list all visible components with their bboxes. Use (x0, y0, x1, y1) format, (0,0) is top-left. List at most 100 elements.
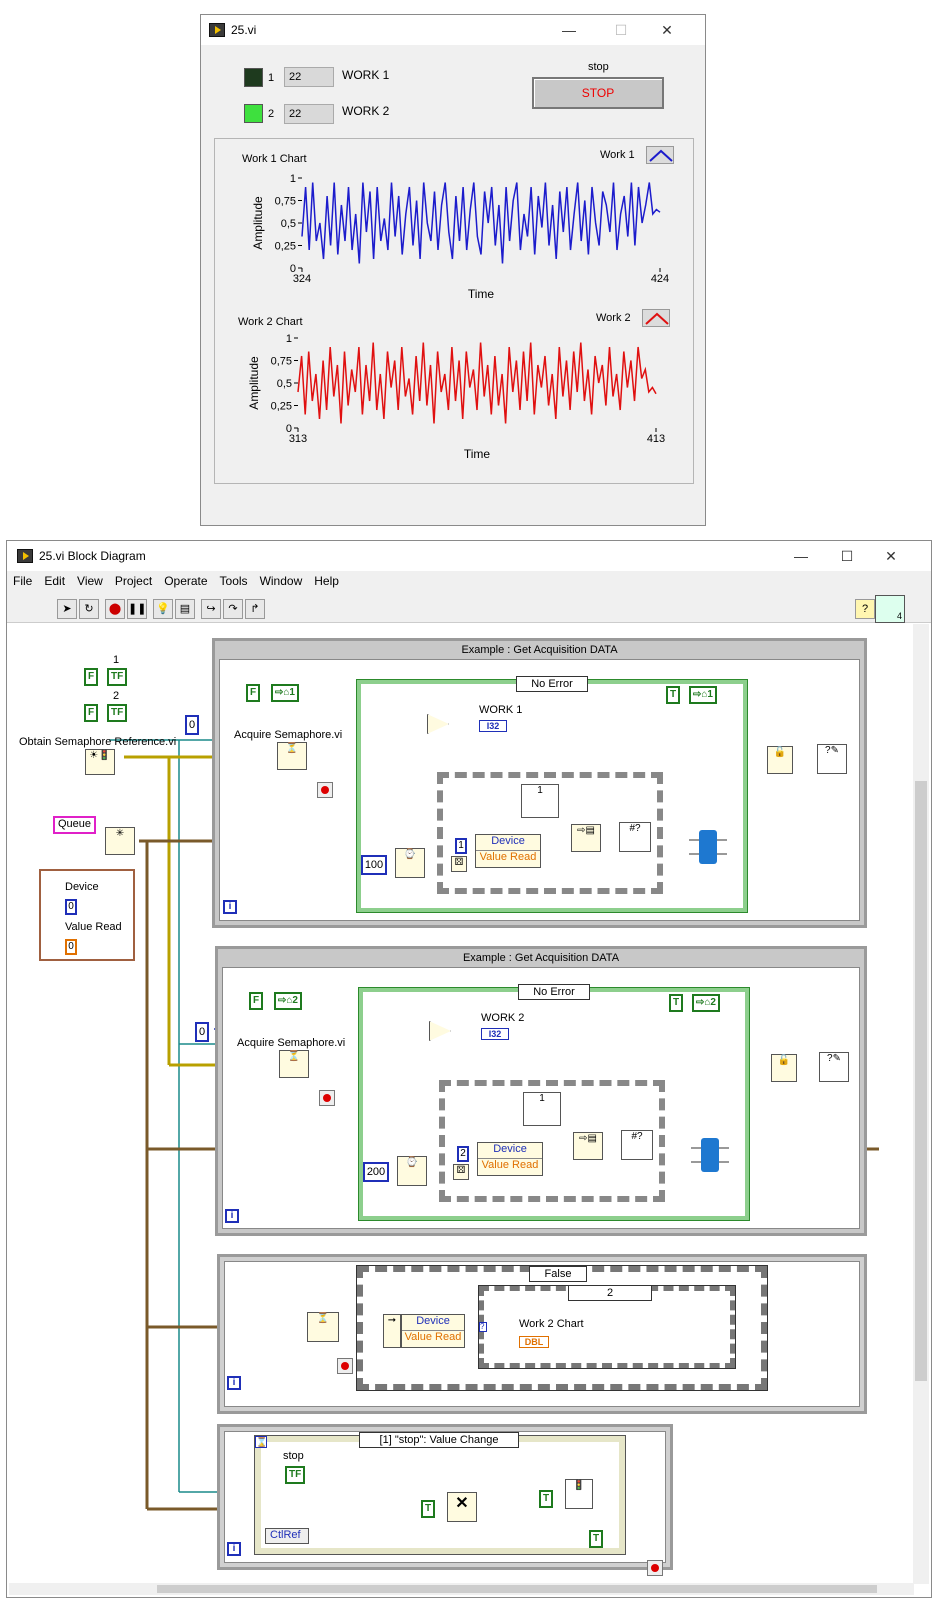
stop-button[interactable]: STOP (532, 77, 664, 109)
menu-view[interactable]: View (77, 574, 103, 588)
maximize-icon[interactable]: ☐ (840, 548, 854, 564)
run-continuously-icon[interactable]: ↻ (79, 599, 99, 619)
frame2-i32-indicator[interactable]: I32 (481, 1028, 509, 1040)
frame2-enqueue-node[interactable]: ⇨▤ (573, 1132, 603, 1160)
event-ctlref[interactable]: CtlRef (265, 1528, 309, 1544)
menu-tools[interactable]: Tools (219, 574, 248, 588)
frame3-info-icon[interactable]: i (227, 1376, 241, 1390)
frame1-enqueue-node[interactable]: ⇨▤ (571, 824, 601, 852)
obtain-semaphore-node[interactable]: ☀🚦 (85, 749, 115, 775)
run-arrow-icon[interactable]: ➤ (57, 599, 77, 619)
frame1-local-var-out[interactable]: ⇨⌂1 (689, 686, 717, 704)
frame2-zero-const[interactable]: 0 (195, 1022, 209, 1042)
step-into-icon[interactable]: ↪ (201, 599, 221, 619)
cluster-device-label: Device (65, 881, 99, 893)
frame2-wait-node[interactable]: ⌚ (397, 1156, 427, 1186)
frame2-acquire-node[interactable]: ⏳ (279, 1050, 309, 1078)
context-help-icon[interactable]: ? (855, 599, 875, 619)
frame1-wait-const[interactable]: 100 (361, 855, 387, 875)
vertical-scrollbar-thumb[interactable] (915, 781, 927, 1381)
frame1-header: Example : Get Acquisition DATA (461, 644, 618, 656)
frame3-dequeue-node[interactable]: ⏳ (307, 1312, 339, 1342)
frame1-bundle-by-name[interactable]: Device Value Read (475, 834, 541, 868)
pause-icon[interactable]: ❚❚ (127, 599, 147, 619)
frame2-bundle-by-name[interactable]: Device Value Read (477, 1142, 543, 1176)
frame2-clear-errors[interactable]: ?✎ (819, 1052, 849, 1082)
work1-led (244, 68, 263, 87)
frame2-error-handler[interactable]: #? (621, 1130, 653, 1160)
frame2-wait-const[interactable]: 200 (363, 1162, 389, 1182)
event-true-const-2[interactable]: T (539, 1490, 554, 1508)
frame2-local-var-out[interactable]: ⇨⌂2 (692, 994, 720, 1012)
frame1-local-var[interactable]: ⇨⌂1 (271, 684, 299, 702)
event-stop-label: stop (283, 1450, 304, 1462)
horizontal-scrollbar-thumb[interactable] (157, 1585, 877, 1593)
menu-help[interactable]: Help (314, 574, 339, 588)
cluster-value-read-value[interactable]: 0 (65, 939, 77, 955)
menu-operate[interactable]: Operate (164, 574, 208, 588)
event-true-const-3[interactable]: T (589, 1530, 604, 1548)
frame2-case-selector[interactable]: No Error (518, 984, 590, 1000)
frame1-false-const[interactable]: F (246, 684, 261, 702)
frame2-false-const[interactable]: F (249, 992, 264, 1010)
chart2-ytick-label: 0,75 (271, 356, 292, 368)
step-over-icon[interactable]: ↷ (223, 599, 243, 619)
frame1-info-icon[interactable]: i (223, 900, 237, 914)
tf-indicator-1[interactable]: TF (107, 668, 128, 686)
frame1-zero-const[interactable]: 0 (185, 715, 199, 735)
maximize-icon[interactable]: ☐ (614, 22, 628, 38)
frame2-info-icon[interactable]: i (225, 1209, 239, 1223)
close-icon[interactable]: ✕ (885, 548, 897, 564)
frame2-random-node[interactable]: 1 (523, 1092, 561, 1126)
release-semaphore-node[interactable]: 🚦 (565, 1479, 593, 1509)
abort-icon[interactable]: ⬤ (105, 599, 125, 619)
frame1-wait-node[interactable]: ⌚ (395, 848, 425, 878)
event-stop-terminal[interactable]: TF (285, 1466, 306, 1484)
chart2-legend-swatch (642, 309, 670, 327)
diagram-canvas[interactable]: F TF 1 F TF 2 Obtain Semaphore Reference… (9, 624, 914, 1584)
chart1-xlabel: Time (468, 287, 495, 301)
event-true-const-1[interactable]: T (421, 1500, 436, 1518)
menu-file[interactable]: File (13, 574, 33, 588)
work1-numeric: 22 (284, 67, 334, 87)
chart2-ytick-label: 0,5 (277, 378, 292, 390)
minimize-icon[interactable]: — (794, 548, 808, 564)
frame1-release-semaphore[interactable]: 🔓 (767, 746, 793, 774)
frame1-acquire-node[interactable]: ⏳ (277, 742, 307, 770)
cluster-device-value[interactable]: 0 (65, 899, 77, 915)
frame1-case-selector[interactable]: No Error (516, 676, 588, 692)
frame3-unbundle-by-name[interactable]: Device Value Read (401, 1314, 465, 1348)
chart1-ytick-label: 1 (290, 173, 296, 185)
menu-project[interactable]: Project (114, 574, 153, 588)
frame2-release-semaphore[interactable]: 🔓 (771, 1054, 797, 1082)
false-const-1[interactable]: F (84, 668, 99, 686)
chart2-ytick-label: 1 (286, 333, 292, 345)
frame1-clear-errors[interactable]: ?✎ (817, 744, 847, 774)
queue-element-cluster[interactable]: Device 0 Value Read 0 (39, 869, 135, 961)
frame3-inner-selector[interactable]: 2 (568, 1285, 652, 1301)
tf-indicator-2[interactable]: TF (107, 704, 128, 722)
frame1-error-handler[interactable]: #? (619, 822, 651, 852)
step-out-icon[interactable]: ↱ (245, 599, 265, 619)
frame4-info-icon[interactable]: i (227, 1542, 241, 1556)
frame1-true-const[interactable]: T (666, 686, 681, 704)
retain-wire-values-icon[interactable]: ▤ (175, 599, 195, 619)
frame3-case-selector[interactable]: False (529, 1266, 587, 1282)
menu-window[interactable]: Window (259, 574, 303, 588)
event-selector[interactable]: [1] "stop": Value Change (359, 1432, 519, 1448)
frame3-dbl-indicator[interactable]: DBL (519, 1336, 549, 1348)
frame1-random-node[interactable]: 1 (521, 784, 559, 818)
obtain-queue-node[interactable]: ✳ (105, 827, 135, 855)
frame2-device-num[interactable]: 2 (457, 1146, 469, 1162)
minimize-icon[interactable]: — (562, 22, 576, 38)
frame1-i32-indicator[interactable]: I32 (479, 720, 507, 732)
false-const-2[interactable]: F (84, 704, 99, 722)
frame1-device-num[interactable]: 1 (455, 838, 467, 854)
menu-edit[interactable]: Edit (44, 574, 66, 588)
release-queue-node[interactable]: ✕ (447, 1492, 477, 1522)
close-icon[interactable]: ✕ (661, 22, 673, 38)
frame2-local-var[interactable]: ⇨⌂2 (274, 992, 302, 1010)
highlight-execution-icon[interactable]: 💡 (153, 599, 173, 619)
stop-label: stop (588, 61, 609, 73)
frame2-true-const[interactable]: T (669, 994, 684, 1012)
